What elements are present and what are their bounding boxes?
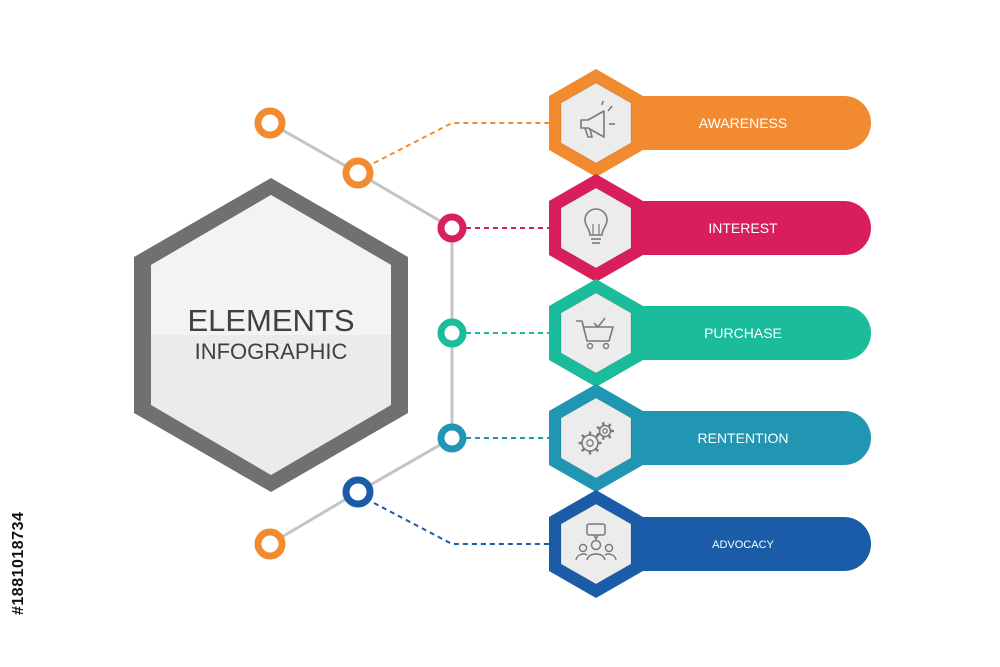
step-label: PURCHASE [704, 325, 782, 341]
center-hexagon-highlight [151, 195, 391, 335]
step-pill [600, 517, 871, 571]
step-hexagon-face [560, 187, 632, 269]
node-top-end [254, 107, 286, 139]
steps-layer: AWARENESS INTEREST PURCHASE RENTENTION ADVOC… [549, 69, 871, 598]
node-purchase [437, 318, 467, 348]
step-label: ADVOCACY [712, 539, 774, 551]
step-label: AWARENESS [699, 115, 787, 131]
step-awareness: AWARENESS [549, 69, 871, 177]
step-hexagon-face [560, 503, 632, 585]
step-label: RENTENTION [698, 430, 789, 446]
people-chat-icon [575, 523, 617, 561]
step-pill [600, 201, 871, 255]
step-interest: INTEREST [549, 174, 871, 282]
gears-icon [578, 421, 614, 455]
shopping-cart-icon [576, 317, 614, 350]
center-title-line1: ELEMENTS [187, 303, 354, 338]
megaphone-icon [580, 100, 615, 138]
stock-id-watermark: #1881018734 [10, 511, 27, 615]
node-interest [437, 213, 467, 243]
step-label: INTEREST [708, 220, 778, 236]
leader-awareness [373, 122, 552, 164]
node-advocacy [342, 476, 374, 508]
step-pill [600, 411, 871, 465]
leader-advocacy [373, 502, 552, 545]
step-pill [600, 306, 871, 360]
connector-nodes [254, 107, 467, 560]
step-pill [600, 96, 871, 150]
node-retention [437, 423, 467, 453]
step-purchase: PURCHASE [549, 279, 871, 387]
center-title-line2: INFOGRAPHIC [195, 339, 348, 364]
step-advocacy: ADVOCACY [549, 490, 871, 598]
center-hexagon: ELEMENTS INFOGRAPHIC [134, 178, 408, 492]
step-rentention: RENTENTION [549, 384, 871, 492]
node-awareness [342, 157, 374, 189]
leader-lines [373, 122, 552, 545]
step-hexagon-face [560, 82, 632, 164]
node-bottom-end [254, 528, 286, 560]
lightbulb-icon [584, 208, 608, 244]
step-hexagon-face [560, 292, 632, 374]
